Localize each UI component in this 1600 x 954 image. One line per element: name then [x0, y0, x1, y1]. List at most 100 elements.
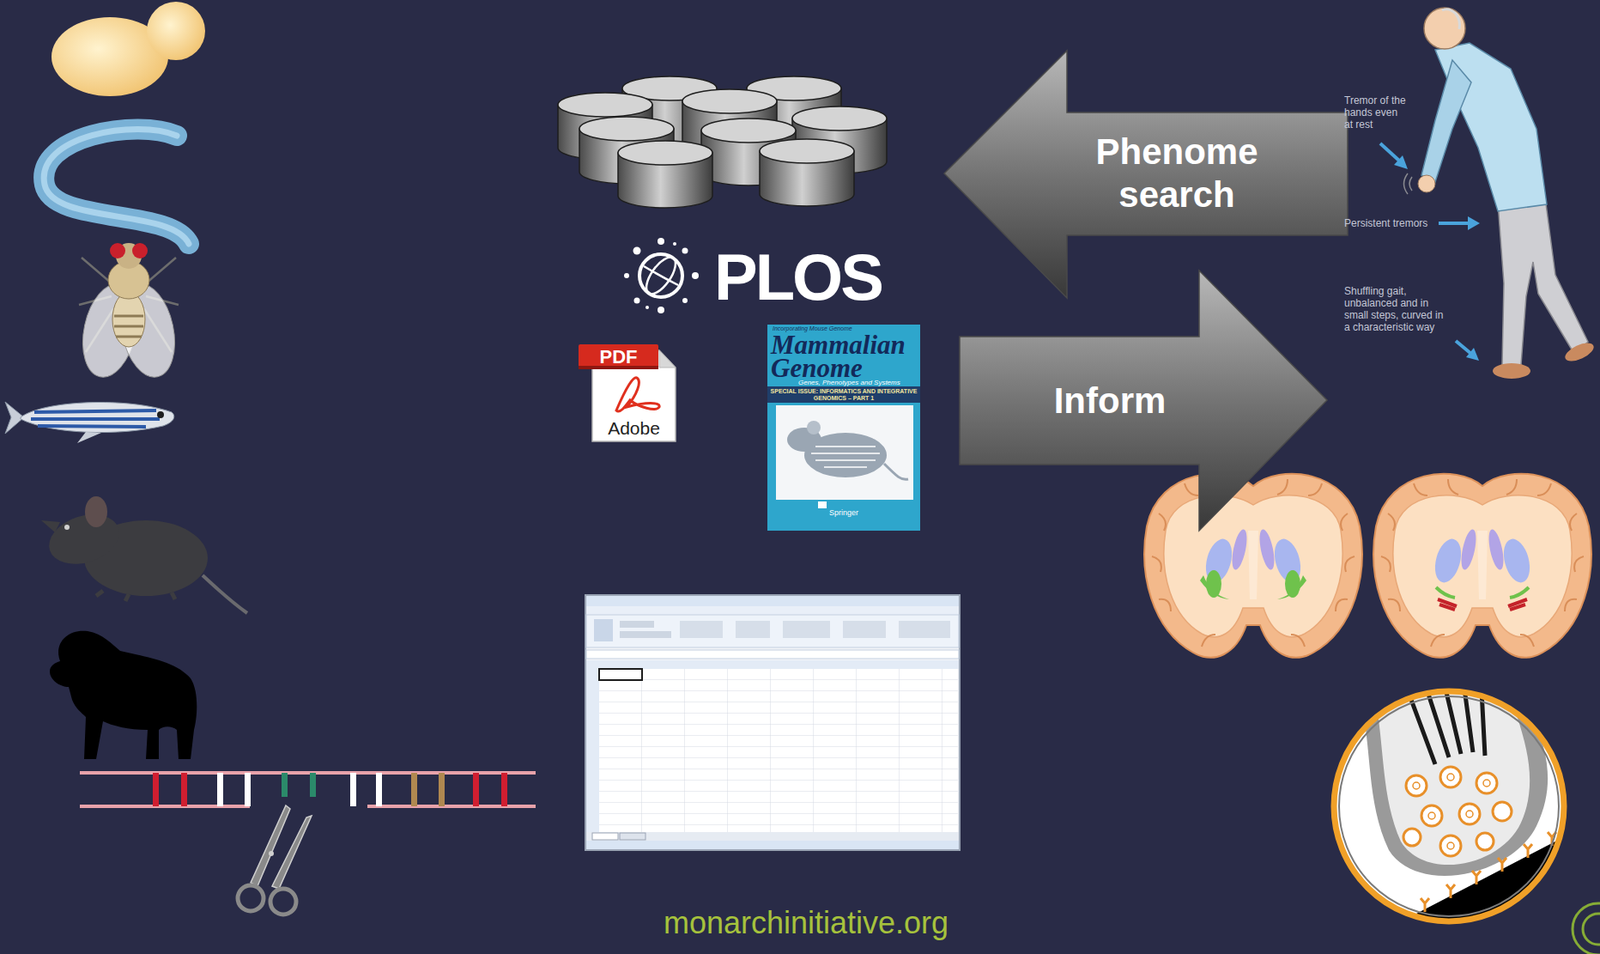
logo-wordmark: PLOS [714, 244, 912, 310]
fruit-fly-part [132, 242, 148, 259]
zebrafish [5, 401, 175, 443]
symptom-note-box: Shuffling gait, unbalanced and in small … [1344, 284, 1448, 334]
synapse-circle-part-part [1373, 686, 1530, 865]
spreadsheet-window-part [586, 614, 959, 648]
spreadsheet-window-part [585, 594, 960, 850]
brain-left [1144, 473, 1363, 658]
synapse-circle-part-part-part [1420, 897, 1430, 912]
baboon-silhouette [49, 630, 197, 759]
journal-cover-part [811, 446, 880, 467]
dna-ladder-part [181, 772, 188, 807]
mouse-part [84, 496, 108, 528]
arrow-label-group: Inform [1002, 379, 1218, 423]
symptom-note-box: Tremor of the hands even at rest [1344, 94, 1408, 131]
spreadsheet-window-part [619, 620, 655, 628]
dna-ladder-part [281, 772, 288, 797]
plos-logo-icon-part [634, 297, 641, 304]
journal-cover-part [775, 405, 914, 500]
spreadsheet-window [585, 594, 960, 850]
symptom-note-box: Persistent tremors [1344, 217, 1437, 230]
plos-logo-icon-part [643, 266, 679, 285]
spreadsheet-window-part [586, 840, 959, 849]
zebrafish-part [20, 402, 175, 433]
spreadsheet-window-part [593, 618, 613, 642]
publisher-name: Springer [767, 508, 921, 518]
dna-ladder [79, 772, 536, 807]
leader-arrow-part [1466, 347, 1479, 361]
scissors-part [270, 888, 297, 915]
plos-logo-icon [624, 237, 699, 314]
plos-logo-icon-part [645, 305, 649, 310]
parkinson-patient-part [1418, 175, 1436, 193]
spreadsheet-window-part [586, 606, 959, 615]
spreadsheet-window-part [679, 620, 723, 638]
plos-logo-icon-part [657, 237, 665, 245]
dna-ladder-part [309, 772, 316, 797]
issue-banner-box: SPECIAL ISSUE: INFORMATICS AND INTEGRATI… [769, 387, 919, 402]
dna-ladder-part [375, 772, 382, 807]
pdf-file-icon [578, 344, 676, 442]
corner-arcs-part [1582, 913, 1600, 945]
synapse-circle-part-part-part [1523, 843, 1533, 858]
mouse-part [96, 590, 176, 601]
leader-arrow-part [1393, 155, 1408, 170]
synapse-circle-part-part-part [1421, 805, 1443, 826]
synapse-circle-part-part-part [1446, 884, 1455, 898]
journal-title: Mammalian Genome [770, 333, 919, 380]
scissors-part [272, 815, 312, 889]
plos-logo-icon-part [624, 272, 630, 279]
database-stack [557, 76, 887, 208]
nematode-worm [43, 128, 189, 244]
parkinson-patient-part [1492, 363, 1531, 379]
synapse-circle-part [1357, 686, 1580, 936]
zebrafish-part [30, 410, 160, 427]
journal-cover-part [806, 420, 821, 435]
brand-name: Adobe [592, 418, 676, 439]
cover-tagline-box: Incorporating Mouse Genome [772, 325, 916, 333]
database-stack-part [759, 139, 855, 207]
journal-subtitle: Genes, Phenotypes and Systems [798, 378, 919, 387]
dna-ladder-part [79, 770, 536, 775]
plos-logo-icon-part [682, 248, 689, 255]
pdf-file-icon-part [616, 377, 660, 412]
zebrafish-part [157, 411, 164, 419]
corner-arcs-part [1572, 903, 1600, 954]
scissors [237, 805, 312, 915]
symptom-note: Persistent tremors [1344, 217, 1437, 230]
synapse-circle-part-part-part [1497, 857, 1507, 872]
website-url-box: monarchinitiative.org [600, 904, 1012, 941]
parkinson-patient-part [1562, 339, 1596, 365]
synapse-circle-part-part-part [1428, 812, 1436, 819]
corner-arcs [1572, 903, 1600, 954]
dna-ladder-part [367, 804, 536, 808]
plos-logo-icon-part [682, 297, 688, 304]
mouse-part [202, 575, 248, 613]
journal-cover-part [767, 324, 921, 531]
cover-tagline: Incorporating Mouse Genome [772, 325, 916, 333]
journal-subtitle-box: Genes, Phenotypes and Systems [798, 378, 919, 387]
symptom-note: Shuffling gait, unbalanced and in small … [1344, 284, 1448, 334]
fruit-fly-part [112, 291, 146, 347]
dna-ladder-part [244, 772, 251, 807]
arrow-node: Inform [959, 270, 1328, 531]
nematode-worm-part [43, 128, 189, 244]
journal-title-box: Mammalian Genome [770, 333, 919, 380]
spreadsheet-window-part [735, 620, 770, 638]
leader-arrow-part [1438, 221, 1470, 225]
brain-right-part [1430, 535, 1467, 585]
mouse [41, 496, 248, 613]
dna-ladder-part [438, 772, 445, 807]
dna-ladder-part [472, 772, 479, 807]
spreadsheet-window-part [782, 620, 831, 638]
parkinson-patient-part [1421, 60, 1472, 182]
pdf-file-icon-part [578, 344, 659, 370]
parkinson-patient-part [1497, 197, 1588, 365]
synapse-circle-part-part-part [1459, 803, 1480, 825]
dna-ladder-part [152, 772, 159, 807]
brain-right-part [1373, 473, 1592, 658]
nematode-worm-part [43, 128, 189, 244]
arrow-label-group: Phenome search [1078, 130, 1276, 217]
arrow-label: Inform [1002, 379, 1218, 423]
journal-cover-part [884, 463, 909, 479]
